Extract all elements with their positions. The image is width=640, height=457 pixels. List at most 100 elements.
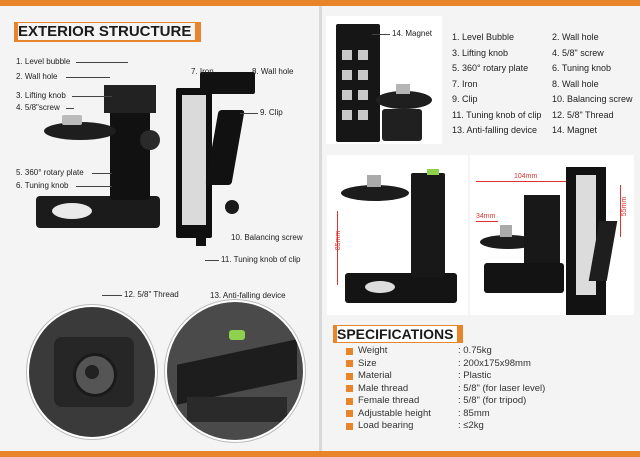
label-lifting-knob: 3. Lifting knob <box>16 91 66 100</box>
level-bubble-green <box>229 330 245 340</box>
spec-key: Weight <box>358 345 388 356</box>
spec-bullet <box>346 410 353 418</box>
rotary-plate <box>44 122 116 140</box>
device-top <box>104 85 156 113</box>
bottom-accent-bar <box>0 451 640 457</box>
legend-item: 3. Lifting knob <box>452 47 509 58</box>
spec-bullet <box>346 372 353 380</box>
leader-line <box>66 77 110 78</box>
label-balancing-screw: 10. Balancing screw <box>231 233 303 242</box>
lifting-knob <box>140 130 160 150</box>
legend-item: 11. Tuning knob of clip <box>452 109 542 120</box>
leader-line <box>76 186 112 187</box>
dim1-base <box>345 273 457 303</box>
legend-col-left: 1. Level Bubble 3. Lifting knob 5. 360° … <box>452 30 541 139</box>
screw-tip <box>62 115 82 125</box>
label-wall-hole-8: 8. Wall hole <box>252 67 294 76</box>
spec-value: : 85mm <box>458 407 490 419</box>
balancing-screw <box>225 200 239 214</box>
magnet-square <box>358 90 368 100</box>
spec-key: Female thread <box>358 395 420 406</box>
top-accent-bar <box>0 0 640 6</box>
tuning-knob-clip <box>196 232 206 246</box>
magnet-photo-panel <box>326 16 442 144</box>
leader-line <box>66 108 74 109</box>
spec-value: : 0.75kg <box>458 345 492 356</box>
spec-value: : 5/8" (for tripod) <box>458 395 527 406</box>
legend-item: 4. 5/8" screw <box>552 47 604 58</box>
label-tuning-knob: 6. Tuning knob <box>16 181 69 190</box>
spec-value: : 200x175x98mm <box>458 357 531 369</box>
magnet-square <box>342 70 352 80</box>
label-screw: 4. 5/8"screw <box>16 103 60 112</box>
dim2-clip-line <box>620 185 621 237</box>
legend-item: 5. 360° rotary plate <box>452 63 529 73</box>
leader-line <box>240 113 258 114</box>
leader-line <box>205 260 219 261</box>
legend-item: 9. Clip <box>452 94 478 104</box>
legend-item: 14. Magnet <box>552 125 598 135</box>
spec-row: Weight : 0.75kg <box>346 345 545 358</box>
magnet-rotary-plate <box>376 91 432 109</box>
iron-plate <box>182 95 206 225</box>
dim1-bubble <box>427 169 439 175</box>
legend-item: 8. Wall hole <box>552 78 599 89</box>
leader-line <box>102 295 122 296</box>
magnet-square <box>342 110 352 120</box>
label-level-bubble: 1. Level bubble <box>16 57 71 66</box>
dimension-photo-right: 104mm 34mm 55mm <box>470 155 634 315</box>
magnet-square <box>342 50 352 60</box>
spec-row: Size : 200x175x98mm <box>346 358 545 371</box>
rail-lower <box>187 397 287 422</box>
spec-row: Adjustable height : 85mm <box>346 408 545 421</box>
spec-key: Adjustable height <box>358 407 431 419</box>
dimension-photo-left: 85mm <box>327 155 468 315</box>
thread-closeup-photo <box>27 305 157 439</box>
spec-value: : 5/8" (for laser level) <box>458 382 546 394</box>
rail-body <box>177 339 297 405</box>
legend-item: 10. Balancing screw <box>552 94 633 104</box>
magnet-square <box>358 110 368 120</box>
label-rotary-plate: 5. 360° rotary plate <box>16 168 84 177</box>
dim2-width-line <box>476 181 572 182</box>
dim1-height-line <box>337 211 338 285</box>
dim2-rotary <box>480 235 536 249</box>
magnet-bracket-back <box>336 24 380 142</box>
spec-key: Size <box>358 357 377 369</box>
leader-line <box>76 62 128 63</box>
magnet-screw <box>396 84 410 94</box>
dim2-small-line <box>476 221 498 222</box>
specifications-list: Weight : 0.75kg Size : 200x175x98mm Materi… <box>346 345 545 433</box>
magnet-square <box>358 50 368 60</box>
spec-bullet <box>346 422 353 430</box>
legend-item: 7. Iron <box>452 78 478 89</box>
spec-bullet <box>346 360 353 368</box>
anti-falling-closeup-photo <box>165 300 305 442</box>
legend-item: 12. 5/8" Thread <box>552 109 614 120</box>
dim2-screw <box>500 225 512 237</box>
legend-item: 13. Anti-falling device <box>452 125 538 135</box>
label-clip: 9. Clip <box>260 108 283 117</box>
spec-bullet <box>346 347 353 355</box>
label-wall-hole: 2. Wall hole <box>16 72 58 81</box>
legend-col-right: 2. Wall hole 4. 5/8" screw 6. Tuning kno… <box>552 30 633 139</box>
spec-bullet <box>346 385 353 393</box>
dim1-base-hole <box>365 281 395 293</box>
legend-item: 6. Tuning knob <box>552 63 612 73</box>
dim2-column <box>524 195 560 267</box>
magnet-base <box>382 109 422 141</box>
dim1-rotary <box>341 185 409 201</box>
label-thread: 12. 5/8" Thread <box>124 290 179 299</box>
spec-value: : ≤2kg <box>458 420 484 431</box>
clip-top <box>200 72 255 94</box>
label-iron: 7. Iron <box>191 67 214 76</box>
center-divider <box>319 6 322 451</box>
dim2-base <box>484 263 564 293</box>
spec-row: Material: Plastic <box>346 370 545 383</box>
dim-small-label: 34mm <box>476 213 496 220</box>
leader-line <box>92 173 112 174</box>
spec-value: : Plastic <box>458 370 492 381</box>
label-tuning-knob-clip: 11. Tuning knob of clip <box>221 255 301 264</box>
dim-height-label: 85mm <box>335 230 343 251</box>
legend-item: 2. Wall hole <box>552 32 599 42</box>
